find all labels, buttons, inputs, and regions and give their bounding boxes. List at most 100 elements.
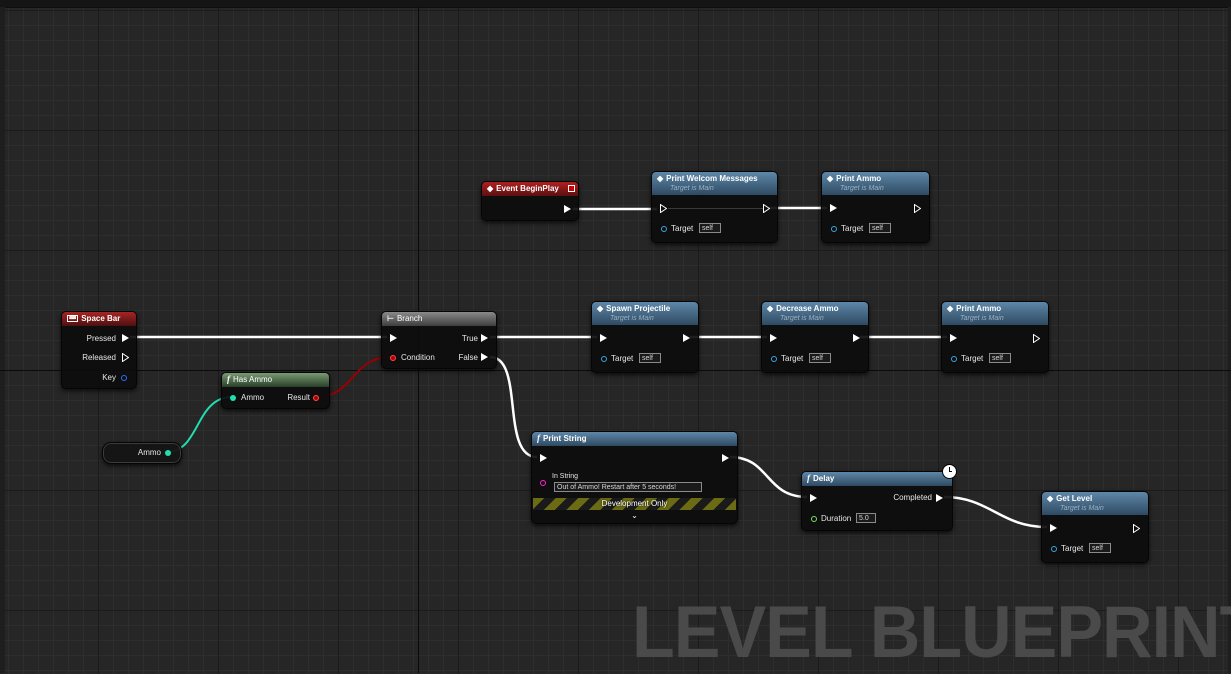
node-spawn-projectile[interactable]: ◆ Spawn Projectile Target is Main Target… xyxy=(591,301,699,373)
node-subtitle: Target is Main xyxy=(1060,505,1104,512)
function-f-icon: f xyxy=(807,473,810,483)
node-header: f Has Ammo xyxy=(222,373,329,387)
clock-icon xyxy=(942,464,957,479)
node-header: ◆ Event BeginPlay xyxy=(482,182,578,196)
expand-chevron-icon[interactable]: ⌄ xyxy=(631,511,638,520)
node-delay[interactable]: f Delay Completed Duration 5.0 xyxy=(801,471,953,531)
exec-in-pin[interactable] xyxy=(600,334,607,342)
node-subtitle: Target is Main xyxy=(780,315,824,322)
node-get-level[interactable]: ◆ Get Level Target is Main Target self xyxy=(1041,491,1149,563)
key-label: Key xyxy=(102,373,116,382)
key-pin[interactable] xyxy=(121,375,127,381)
wire-completed-to-getlevel[interactable] xyxy=(943,495,1048,529)
exec-in-pin[interactable] xyxy=(770,334,777,342)
target-label: Target xyxy=(841,224,864,233)
released-label: Released xyxy=(82,353,116,362)
wire-false-to-printstring[interactable] xyxy=(489,355,538,459)
target-pin[interactable] xyxy=(771,356,777,362)
node-title: Space Bar xyxy=(81,314,121,323)
exec-out-pin[interactable] xyxy=(683,334,690,342)
node-header: ◆ Print Ammo Target is Main xyxy=(942,302,1048,325)
exec-in-pin[interactable] xyxy=(390,334,397,342)
duration-label: Duration xyxy=(821,514,852,523)
node-ammo-variable[interactable]: Ammo xyxy=(102,442,182,464)
ammo-input-pin[interactable] xyxy=(230,395,236,401)
wire-printstring-to-delay[interactable] xyxy=(729,455,808,499)
true-exec-pin[interactable] xyxy=(481,334,488,342)
branch-icon: ⊢ xyxy=(387,314,394,323)
node-print-welcome-messages[interactable]: ◆ Print Welcom Messages Target is Main T… xyxy=(651,171,778,243)
node-title: Print String xyxy=(543,434,587,443)
exec-out-pin[interactable] xyxy=(722,454,729,462)
exec-in-pin[interactable] xyxy=(660,204,667,213)
condition-pin[interactable] xyxy=(390,355,396,361)
node-subtitle: Target is Main xyxy=(840,185,884,192)
function-diamond-icon: ◆ xyxy=(657,174,664,183)
false-exec-pin[interactable] xyxy=(481,353,488,361)
target-pin[interactable] xyxy=(601,356,607,362)
target-pin[interactable] xyxy=(1051,546,1057,552)
function-diamond-icon: ◆ xyxy=(827,174,834,183)
completed-exec-pin[interactable] xyxy=(936,494,943,502)
duration-pin[interactable] xyxy=(811,516,817,522)
node-has-ammo[interactable]: f Has Ammo Ammo Result xyxy=(221,372,330,409)
node-title: Delay xyxy=(813,474,835,483)
development-only-banner: Development Only xyxy=(533,498,736,510)
exec-out-pin[interactable] xyxy=(853,334,860,342)
node-decrease-ammo[interactable]: ◆ Decrease Ammo Target is Main Target se… xyxy=(761,301,869,373)
in-string-value[interactable]: Out of Ammo! Restart after 5 seconds! xyxy=(554,482,702,492)
node-title: Print Ammo xyxy=(956,304,1002,313)
duration-value[interactable]: 5.0 xyxy=(856,513,876,523)
node-header: ◆ Get Level Target is Main xyxy=(1042,492,1148,515)
node-title: Get Level xyxy=(1056,494,1093,503)
graph-top-bar xyxy=(0,0,1231,8)
target-value[interactable]: self xyxy=(809,353,831,363)
node-print-ammo-top[interactable]: ◆ Print Ammo Target is Main Target self xyxy=(821,171,930,243)
graph-left-edge xyxy=(0,7,5,673)
exec-out-pin[interactable] xyxy=(914,204,921,213)
node-header: ⊢ Branch xyxy=(382,312,496,326)
ammo-var-label: Ammo xyxy=(137,448,161,457)
node-title: Spawn Projectile xyxy=(606,304,671,313)
node-title: Has Ammo xyxy=(233,375,273,384)
target-value[interactable]: self xyxy=(1089,543,1111,553)
node-print-ammo-mid[interactable]: ◆ Print Ammo Target is Main Target self xyxy=(941,301,1049,373)
exec-in-pin[interactable] xyxy=(1050,524,1057,532)
node-header: ⌨ Space Bar xyxy=(62,312,136,326)
node-title: Decrease Ammo xyxy=(776,304,839,313)
level-blueprint-watermark: LEVEL BLUEPRINT xyxy=(632,591,1231,673)
released-exec-pin[interactable] xyxy=(122,353,129,362)
exec-in-pin[interactable] xyxy=(540,454,547,462)
exec-out-pin[interactable] xyxy=(1133,524,1140,533)
target-pin[interactable] xyxy=(831,226,837,232)
node-header: ◆ Decrease Ammo Target is Main xyxy=(762,302,868,325)
target-value[interactable]: self xyxy=(639,353,661,363)
ammo-var-pin[interactable] xyxy=(165,450,171,456)
node-header: f Print String xyxy=(532,432,737,446)
exec-in-pin[interactable] xyxy=(950,334,957,342)
exec-out-pin[interactable] xyxy=(564,205,571,213)
pressed-exec-pin[interactable] xyxy=(122,334,129,342)
target-pin[interactable] xyxy=(951,356,957,362)
in-string-pin[interactable] xyxy=(540,480,546,486)
exec-out-pin[interactable] xyxy=(763,204,770,213)
target-label: Target xyxy=(781,354,804,363)
node-branch[interactable]: ⊢ Branch Condition True False xyxy=(381,311,497,369)
exec-in-pin[interactable] xyxy=(810,494,817,502)
node-subtitle: Target is Main xyxy=(670,185,714,192)
in-string-label: In String xyxy=(552,473,579,480)
target-value[interactable]: self xyxy=(869,223,891,233)
delegate-pin[interactable] xyxy=(568,185,575,192)
target-label: Target xyxy=(961,354,984,363)
node-space-bar[interactable]: ⌨ Space Bar Pressed Released Key xyxy=(61,311,137,389)
false-label: False xyxy=(458,353,478,362)
target-value[interactable]: self xyxy=(699,223,721,233)
exec-out-pin[interactable] xyxy=(1033,334,1040,343)
target-value[interactable]: self xyxy=(989,353,1011,363)
node-event-beginplay[interactable]: ◆ Event BeginPlay xyxy=(481,181,579,221)
function-f-icon: f xyxy=(227,374,230,384)
result-pin[interactable] xyxy=(313,395,319,401)
exec-in-pin[interactable] xyxy=(830,204,837,212)
node-print-string[interactable]: f Print String In String Out of Ammo! Re… xyxy=(531,431,738,524)
target-pin[interactable] xyxy=(661,226,667,232)
